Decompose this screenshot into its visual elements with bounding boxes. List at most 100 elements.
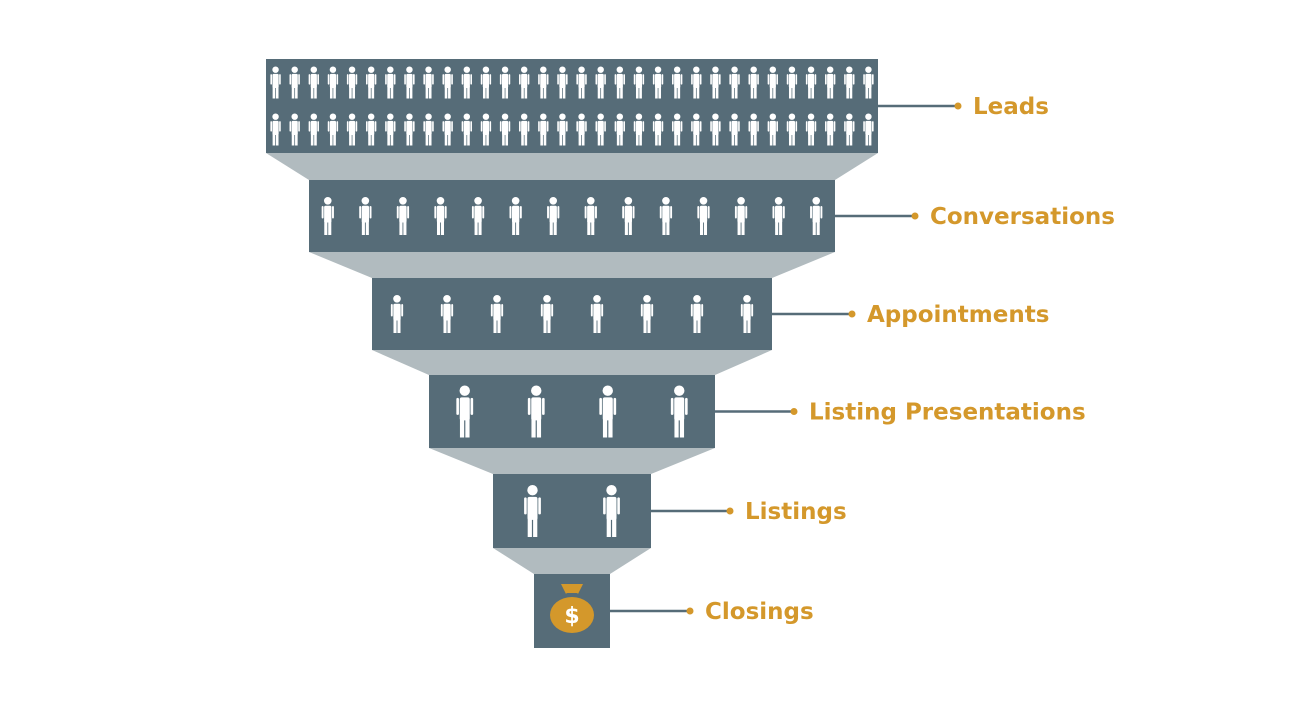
person-icon: [729, 66, 740, 99]
leader-dot-appointments: [848, 310, 856, 318]
person-icon: [440, 295, 454, 333]
person-icon: [863, 113, 874, 146]
person-icon: [461, 66, 472, 99]
person-icon: [844, 113, 855, 146]
funnel-connectors: [266, 153, 878, 574]
person-icon: [359, 197, 372, 235]
leader-dot-listings: [726, 507, 734, 515]
person-icon: [670, 385, 688, 438]
person-icon: [423, 66, 434, 99]
person-icon: [321, 197, 334, 235]
person-icon: [844, 66, 855, 99]
person-icon: [576, 113, 587, 146]
person-icon: [691, 66, 702, 99]
person-icon: [767, 113, 778, 146]
leader-dot-leads: [954, 102, 962, 110]
person-icon: [490, 295, 504, 333]
person-icon: [499, 66, 511, 99]
person-icon: [404, 66, 415, 99]
connector-conversations-to-appointments: [309, 252, 835, 278]
connector-listing-presentations-to-listings: [429, 448, 715, 474]
icons-appointments: [390, 295, 754, 333]
person-icon: [480, 66, 492, 99]
person-icon: [289, 66, 300, 99]
funnel-tiers: $: [266, 59, 878, 648]
dollar-sign: $: [564, 604, 579, 629]
person-icon: [366, 113, 377, 146]
icons-listings: [524, 485, 620, 537]
person-icon: [697, 197, 710, 235]
person-icon: [527, 385, 545, 438]
person-icon: [748, 113, 759, 146]
person-icon: [825, 66, 836, 99]
person-icon: [786, 66, 798, 99]
person-icon: [734, 197, 748, 235]
person-icon: [480, 113, 492, 146]
person-icon: [270, 66, 281, 99]
money-bag-icon: $: [550, 584, 594, 633]
person-icon: [633, 113, 645, 146]
person-icon: [805, 66, 817, 99]
stage-label-listings: Listings: [745, 499, 847, 525]
connector-leads-to-conversations: [266, 153, 878, 180]
person-icon: [519, 66, 530, 99]
person-icon: [385, 113, 396, 146]
person-icon: [442, 113, 453, 146]
person-icon: [557, 66, 568, 99]
stage-label-closings: Closings: [705, 599, 814, 625]
person-icon: [461, 113, 472, 146]
person-icon: [524, 485, 541, 537]
person-icon: [366, 66, 377, 99]
tier-appointments: [372, 278, 772, 350]
person-icon: [547, 197, 560, 235]
person-icon: [710, 66, 721, 99]
person-icon: [289, 113, 300, 146]
person-icon: [308, 66, 319, 99]
person-icon: [622, 197, 635, 235]
person-icon: [672, 113, 683, 146]
person-icon: [390, 295, 404, 333]
person-icon: [595, 66, 606, 99]
person-icon: [633, 66, 645, 99]
person-icon: [385, 66, 396, 99]
person-icon: [767, 66, 778, 99]
person-icon: [614, 113, 625, 146]
person-icon: [404, 113, 415, 146]
person-icon: [584, 197, 597, 235]
tier-listing-presentations: [429, 375, 715, 448]
person-icon: [595, 113, 606, 146]
leader-dot-closings: [686, 607, 694, 615]
person-icon: [509, 197, 522, 235]
stage-label-appointments: Appointments: [867, 302, 1049, 328]
icons-leads: [270, 66, 874, 146]
person-icon: [690, 295, 704, 333]
icons-listing-presentations: [456, 385, 688, 438]
person-icon: [270, 113, 281, 146]
person-icon: [499, 113, 511, 146]
person-icon: [456, 385, 474, 438]
person-icon: [396, 197, 410, 235]
connector-appointments-to-listing-presentations: [372, 350, 772, 375]
leader-dot-conversations: [911, 212, 919, 220]
person-icon: [538, 66, 549, 99]
person-icon: [825, 113, 836, 146]
person-icon: [614, 66, 625, 99]
person-icon: [471, 197, 485, 235]
person-icon: [652, 113, 664, 146]
person-icon: [603, 485, 620, 537]
person-icon: [327, 66, 339, 99]
person-icon: [772, 197, 785, 235]
person-icon: [599, 385, 617, 438]
person-icon: [659, 197, 673, 235]
person-icon: [640, 295, 654, 333]
leader-dot-listing-presentations: [790, 408, 798, 415]
stage-labels: Leads Conversations Appointments Listing…: [705, 94, 1115, 625]
person-icon: [557, 113, 568, 146]
person-icon: [540, 295, 554, 333]
connector-listings-to-closings: [493, 548, 651, 574]
person-icon: [346, 113, 358, 146]
person-icon: [308, 113, 319, 146]
person-icon: [442, 66, 453, 99]
person-icon: [538, 113, 549, 146]
